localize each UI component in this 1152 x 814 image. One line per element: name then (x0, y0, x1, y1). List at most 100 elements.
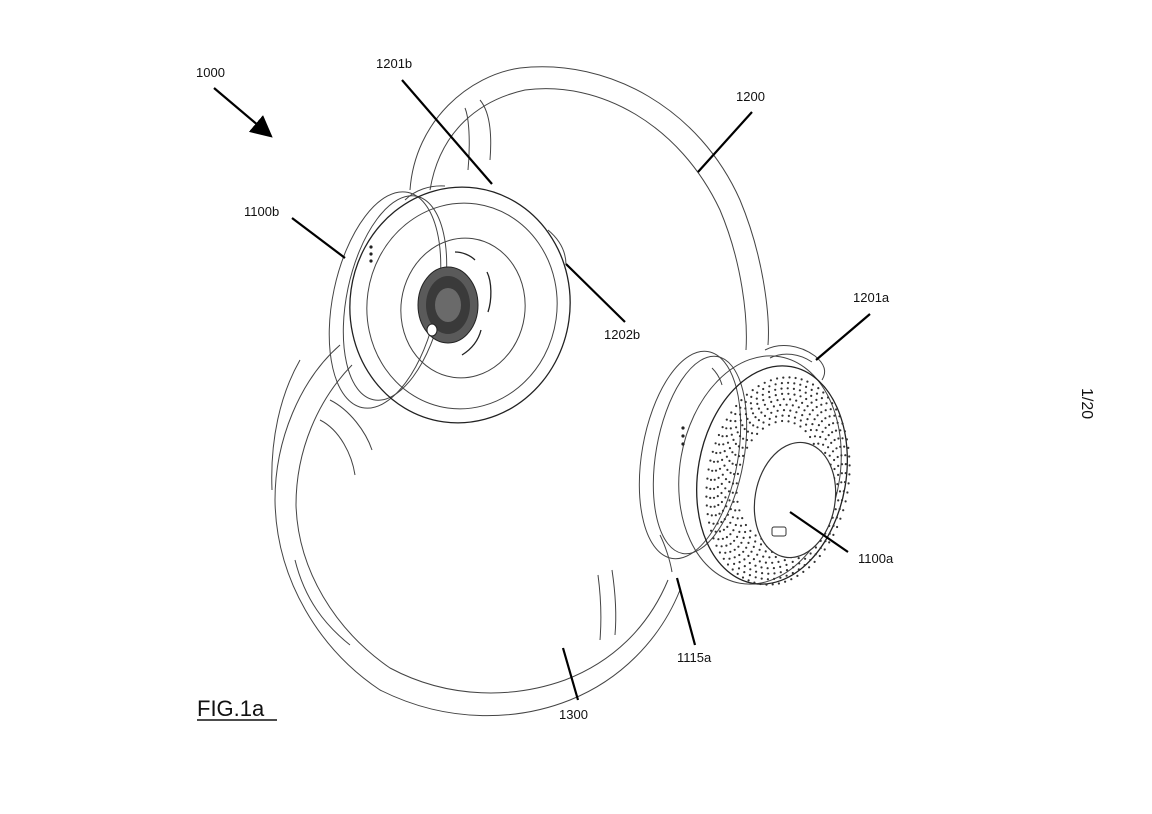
perforation-dot (848, 473, 851, 476)
perforation-dot (754, 576, 757, 579)
perforation-dot (779, 571, 782, 574)
perforation-dot (781, 392, 784, 395)
perforation-dot (758, 560, 761, 563)
perforation-dot (730, 433, 733, 436)
perforation-dot (833, 458, 836, 462)
perforation-dot (729, 542, 732, 545)
perforation-dot (723, 450, 726, 453)
perforation-dot (762, 555, 765, 558)
perforation-dot (786, 387, 789, 390)
perforation-dot (846, 491, 849, 494)
perforation-dot (713, 478, 716, 481)
perforation-dot (760, 566, 763, 569)
leader-lines (213, 79, 871, 701)
leader-1300 (561, 647, 580, 701)
perforation-dot (742, 550, 745, 553)
perforation-dot (737, 445, 741, 448)
perforation-dot (738, 509, 741, 512)
perforation-dot (793, 416, 797, 419)
perforation-dot (736, 572, 739, 576)
perforation-dot (713, 505, 716, 508)
perforation-dot (735, 491, 738, 494)
perforation-dot (742, 536, 745, 540)
perforation-dot (754, 540, 757, 543)
perforation-dot (734, 523, 737, 527)
perforation-dot (709, 496, 712, 499)
perforation-dot (831, 402, 834, 405)
perforation-dot (799, 419, 802, 422)
perforation-dot (726, 468, 729, 471)
perforation-dot (728, 480, 731, 484)
label-1201b: 1201b (376, 56, 412, 71)
perforation-dot (842, 490, 845, 493)
perforation-dot (834, 429, 838, 432)
perforation-dot (757, 407, 761, 410)
perforation-dot (843, 445, 846, 448)
perforation-dot (839, 517, 842, 520)
perforation-dot (719, 451, 722, 454)
perforation-dot (763, 414, 767, 417)
perforation-dot (830, 441, 833, 444)
perforation-dot (787, 381, 790, 384)
headband-1200 (409, 66, 769, 386)
perforation-dot (824, 426, 827, 429)
perforation-dot (731, 568, 734, 571)
perforation-dot (759, 543, 763, 546)
perforation-dot (847, 482, 850, 485)
perforation-dot (716, 495, 719, 498)
perforation-dot (819, 546, 822, 550)
perforation-dot (762, 421, 765, 424)
perforation-dot (798, 389, 802, 392)
perforation-dot (776, 377, 779, 380)
perforation-dot (822, 391, 825, 394)
perforation-dot (735, 482, 738, 485)
perforation-dot (767, 572, 770, 575)
perforation-dot (801, 401, 804, 404)
perforation-dot (746, 417, 749, 420)
perforation-dot (706, 477, 709, 480)
perforation-dot (841, 437, 844, 440)
perforation-dot (835, 408, 838, 411)
perforation-dot (737, 455, 741, 458)
perforation-dot (734, 412, 737, 416)
perforation-dot (838, 415, 841, 418)
perforation-dot (771, 561, 774, 564)
label-1200: 1200 (736, 89, 765, 104)
perforation-dot (835, 447, 838, 450)
perforation-dot (757, 385, 760, 388)
perforation-dot (760, 577, 763, 580)
perforation-dot (726, 563, 730, 566)
label-1100b: 1100b (244, 204, 279, 219)
perforation-dot (712, 537, 715, 540)
perforation-dot (738, 561, 741, 564)
perforation-dot (797, 557, 800, 560)
perforation-dot (773, 572, 776, 575)
perforation-dot (834, 508, 837, 511)
perforation-dot (836, 483, 839, 486)
perforation-dot (809, 435, 812, 439)
perforation-dot (736, 517, 739, 520)
leader-1202b (565, 263, 626, 323)
perforation-dot (747, 541, 750, 545)
label-1202b: 1202b (604, 327, 640, 342)
perforation-dot (720, 491, 723, 495)
perforation-dot (728, 459, 731, 462)
perforation-dot (706, 513, 709, 516)
perforation-dot (824, 409, 827, 412)
perforation-dot (739, 406, 742, 409)
perforation-dot (729, 471, 732, 474)
perforation-dot (726, 513, 730, 516)
perforation-dot (750, 550, 753, 553)
perforation-dot (705, 486, 708, 489)
perforation-dot (729, 550, 732, 553)
perforation-dot (742, 454, 745, 457)
perforation-dot (817, 424, 821, 427)
perforation-dot (717, 538, 720, 541)
perforation-dot (785, 563, 788, 567)
perforation-dot (749, 402, 753, 405)
perforation-dot (759, 582, 762, 586)
perforation-dot (736, 500, 739, 503)
perforation-dot (817, 387, 820, 390)
perforation-dot (802, 570, 805, 574)
leader-1200 (697, 111, 753, 173)
